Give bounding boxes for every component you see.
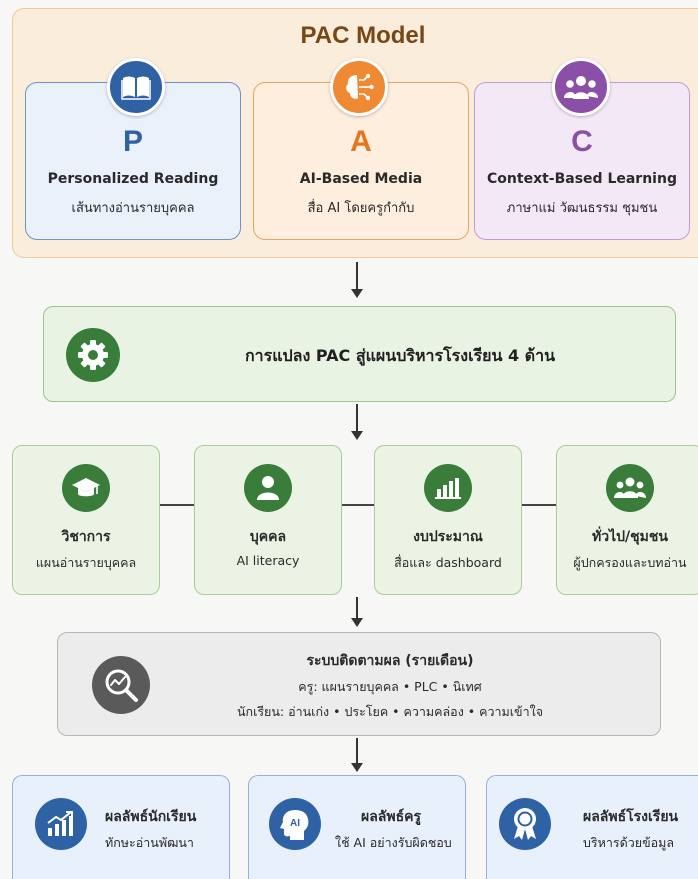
- pac-card-th-label: ภาษาแม่ วัฒนธรรม ชุมชน: [506, 201, 658, 216]
- domain-card-budget: งบประมาณ สื่อและ dashboard: [374, 445, 522, 595]
- domain-card-personnel: บุคคล AI literacy: [194, 445, 342, 595]
- award-ribbon-icon: [499, 798, 551, 850]
- gear-icon: [66, 328, 120, 382]
- domain-subtitle: แผนอ่านรายบุคคล: [35, 555, 137, 570]
- outcome-title: ผลลัพธ์ครู: [361, 809, 422, 825]
- monitoring-box: [57, 632, 661, 736]
- ai-head-icon: AI: [269, 798, 321, 850]
- outcome-title: ผลลัพธ์นักเรียน: [105, 809, 197, 825]
- pac-card-th-label: สื่อ AI โดยครูกำกับ: [307, 201, 415, 216]
- magnifier-chart-icon: [92, 656, 150, 714]
- pac-card-context: C Context-Based Learning ภาษาแม่ วัฒนธรร…: [474, 82, 690, 240]
- pac-letter-a: A: [350, 125, 372, 158]
- transform-box: [43, 306, 676, 402]
- growth-chart-icon: [35, 798, 87, 850]
- monitoring-teacher-line: ครู: แผนรายบุคคล • PLC • นิเทศ: [298, 679, 482, 694]
- flow-arrow: [351, 404, 363, 440]
- domain-subtitle: ผู้ปกครองและบทอ่าน: [573, 555, 687, 570]
- ai-brain-icon: [330, 58, 388, 116]
- book-icon: [107, 58, 165, 116]
- outcome-subtitle: ใช้ AI อย่างรับผิดชอบ: [335, 835, 452, 850]
- monitoring-student-line: นักเรียน: อ่านเก่ง • ประโยค • ความคล่อง …: [236, 704, 544, 719]
- flow-arrow: [351, 738, 363, 772]
- bar-chart-icon: [424, 464, 472, 512]
- domain-connector: [160, 504, 194, 506]
- flow-arrow: [351, 597, 363, 627]
- domain-subtitle: AI literacy: [236, 553, 300, 568]
- ai-badge-text: AI: [290, 818, 300, 829]
- outcome-card-student: ผลลัพธ์นักเรียน ทักษะอ่านพัฒนา: [12, 775, 230, 879]
- outcome-card-teacher: AI ผลลัพธ์ครู ใช้ AI อย่างรับผิดชอบ: [248, 775, 466, 879]
- outcome-subtitle: ทักษะอ่านพัฒนา: [105, 835, 194, 850]
- group-icon: [606, 464, 654, 512]
- monitoring-title: ระบบติดตามผล (รายเดือน): [306, 653, 474, 669]
- pac-card-en-label: Personalized Reading: [47, 171, 219, 187]
- flow-arrow: [351, 262, 363, 298]
- community-icon: [552, 58, 610, 116]
- person-icon: [244, 464, 292, 512]
- pac-card-en-label: AI-Based Media: [299, 171, 423, 187]
- pac-card-en-label: Context-Based Learning: [487, 171, 677, 187]
- outcome-title: ผลลัพธ์โรงเรียน: [583, 809, 679, 825]
- transform-label: การแปลง PAC สู่แผนบริหารโรงเรียน 4 ด้าน: [244, 346, 556, 365]
- domain-subtitle: สื่อและ dashboard: [394, 555, 502, 570]
- domain-card-community: ทั่วไป/ชุมชน ผู้ปกครองและบทอ่าน: [556, 445, 698, 595]
- domain-connector: [522, 504, 556, 506]
- pac-card-th-label: เส้นทางอ่านรายบุคคล: [71, 201, 195, 216]
- pac-model-title: PAC Model: [300, 22, 426, 49]
- outcome-subtitle: บริหารด้วยข้อมูล: [583, 835, 675, 850]
- domain-card-academic: วิชาการ แผนอ่านรายบุคคล: [12, 445, 160, 595]
- domain-connector: [342, 504, 374, 506]
- domain-title: งบประมาณ: [413, 529, 483, 545]
- domain-title: ทั่วไป/ชุมชน: [592, 529, 668, 545]
- pac-letter-p: P: [122, 125, 143, 158]
- graduation-cap-icon: [62, 464, 110, 512]
- domain-title: วิชาการ: [61, 529, 111, 545]
- pac-letter-c: C: [571, 125, 593, 158]
- domain-title: บุคคล: [249, 529, 287, 545]
- outcome-card-school: ผลลัพธ์โรงเรียน บริหารด้วยข้อมูล: [486, 775, 698, 879]
